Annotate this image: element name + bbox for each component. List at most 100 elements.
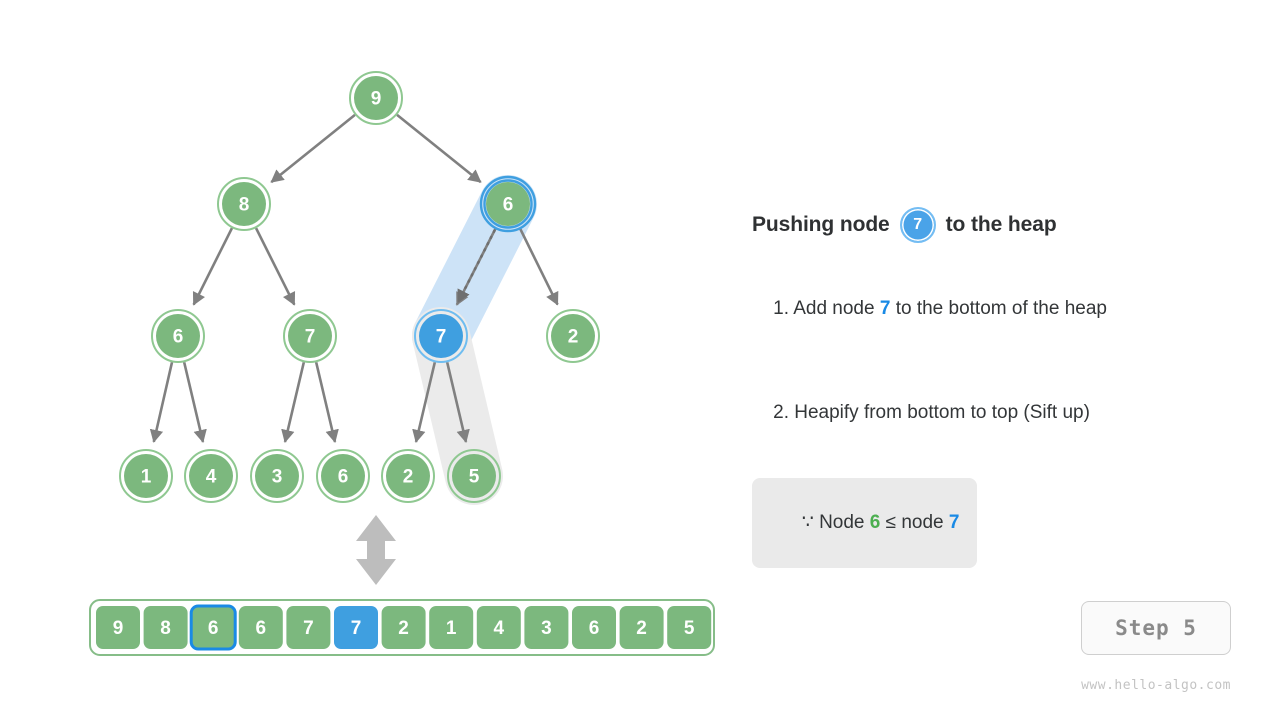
array-cell-box: [572, 606, 616, 649]
array-cell-box: [96, 606, 140, 649]
array-cell-box: [429, 606, 474, 649]
reason-symbol: ∵: [801, 512, 820, 533]
tree-node-label: 9: [371, 89, 382, 110]
array-cell: 1: [429, 606, 474, 649]
tree-node-layer: 9 8 6 6 7 7 2 1 4 3 6 2 5: [119, 71, 600, 503]
step-1-prefix: 1. Add node: [773, 298, 880, 319]
tree-node: 2: [381, 449, 435, 503]
array-cell-value: 7: [303, 618, 314, 639]
array-cell-box: [286, 606, 331, 649]
reason-word-1: Node: [819, 512, 870, 533]
step-2-prefix: 2. Heapify from bottom to top (Sift up): [773, 402, 1090, 423]
tree-node-label: 5: [469, 467, 480, 488]
array-cell-box: [189, 604, 237, 651]
array-cell: 6: [238, 606, 283, 649]
reason-word-2: node: [901, 512, 949, 533]
reason-operator: ≤: [880, 512, 902, 533]
tree-node: 7: [414, 309, 468, 363]
sift-up-arrow-layer: [456, 229, 496, 304]
array-cell: 7: [334, 606, 378, 649]
array-cell: 7: [286, 606, 331, 649]
tree-edge: [270, 113, 356, 184]
reason-chip: ∵ Node 6 ≤ node 7: [752, 478, 978, 568]
array-cell-value: 7: [351, 618, 362, 639]
step-indicator: Step 5: [1081, 601, 1231, 655]
array-cell-value: 6: [589, 618, 600, 639]
array-cell-box: [476, 606, 521, 649]
tree-node: 6: [479, 175, 537, 233]
array-cell-box: [524, 606, 569, 649]
array-cell-value: 5: [684, 618, 695, 639]
array-cell-value: 2: [636, 618, 647, 639]
explanation-panel: Pushing node 7 to the heap 1. Add node 7…: [752, 206, 1252, 568]
step-item-2: 2. Heapify from bottom to top (Sift up): [752, 374, 1252, 452]
tree-edge-layer: [149, 113, 559, 443]
tree-node: 1: [119, 449, 173, 503]
tree-node-label: 7: [305, 327, 316, 348]
array-cell-box: [667, 606, 712, 649]
array-cell-value: 8: [160, 618, 171, 639]
tree-node: 7: [283, 309, 337, 363]
tree-node-label: 3: [272, 467, 283, 488]
tree-node-label: 4: [206, 467, 217, 488]
tree-node-label: 6: [338, 467, 349, 488]
array-cell: 6: [189, 604, 237, 651]
array-cell-value: 1: [446, 618, 457, 639]
array-cell-box: [381, 606, 426, 649]
sift-up-dotted-arrow: [456, 229, 496, 304]
array-cell-value: 6: [208, 618, 219, 639]
tree-edge: [182, 361, 207, 443]
array-container-border: [89, 599, 715, 656]
array-cell-value: 3: [541, 618, 552, 639]
tree-node: 3: [250, 449, 304, 503]
tree-edge: [192, 227, 234, 306]
array-cell-value: 2: [398, 618, 409, 639]
step-1-suffix: to the bottom of the heap: [890, 298, 1107, 319]
tree-edge: [396, 113, 482, 184]
tree-node-label: 2: [403, 467, 414, 488]
array-cell-box: [238, 606, 283, 649]
tree-edge: [518, 227, 559, 306]
tree-node: 9: [349, 71, 403, 125]
array-cell-box: [334, 606, 378, 649]
array-cell: 5: [667, 606, 712, 649]
tree-node: 8: [217, 177, 271, 231]
tree-node: 6: [316, 449, 370, 503]
array-cell: 2: [619, 606, 664, 649]
step-1-value: 7: [879, 298, 891, 319]
reason-left-value: 6: [869, 512, 881, 533]
array-cell: 2: [381, 606, 426, 649]
tree-edge: [281, 361, 306, 443]
heading-suffix: to the heap: [945, 213, 1057, 236]
tree-node-label: 1: [141, 467, 152, 488]
tree-array-link-icon: [356, 515, 396, 585]
tree-node: 5: [447, 449, 501, 503]
array-cell: 8: [143, 606, 188, 649]
tree-node-label: 6: [173, 327, 184, 348]
tree-node-label: 2: [568, 327, 579, 348]
tree-edge: [445, 361, 470, 443]
tree-node-label: 6: [503, 195, 514, 216]
tree-edge: [412, 361, 437, 443]
tree-node-label: 8: [239, 195, 250, 216]
tree-edge: [254, 227, 296, 306]
array-cell: 3: [524, 606, 569, 649]
page-title: Pushing node 7 to the heap: [752, 206, 1252, 244]
tree-edge: [314, 361, 339, 443]
array-cell-box: [143, 606, 188, 649]
array-cell: 6: [572, 606, 616, 649]
tree-node: 2: [546, 309, 600, 363]
array-cell-box: [619, 606, 664, 649]
array-cell-value: 9: [113, 618, 124, 639]
tree-edge: [149, 362, 174, 443]
tree-node: 6: [151, 309, 205, 363]
tree-node: 4: [184, 449, 238, 503]
watermark: www.hello-algo.com: [1081, 678, 1231, 693]
heading-prefix: Pushing node: [752, 213, 890, 236]
heading-node-badge: 7: [899, 207, 936, 243]
array-cell-value: 6: [256, 618, 267, 639]
array-cell: 4: [476, 606, 521, 649]
